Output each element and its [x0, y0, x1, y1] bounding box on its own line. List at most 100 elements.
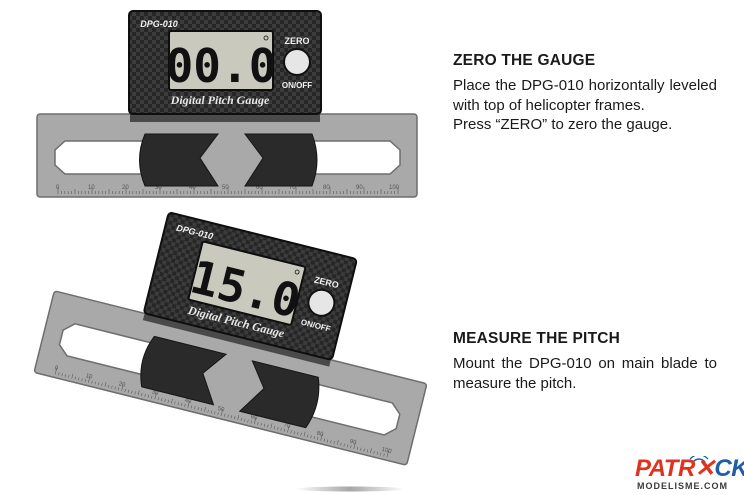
ruler-tick [117, 387, 120, 391]
ruler-tick [243, 418, 246, 422]
ruler-tick [121, 384, 124, 392]
ruler-tick [270, 423, 273, 429]
ruler-tick [134, 391, 136, 395]
ruler-tick [220, 409, 224, 416]
ruler-tick [283, 428, 286, 432]
ruler-tick [84, 378, 87, 383]
ruler-tick [333, 441, 335, 445]
ruler-tick [74, 376, 77, 380]
ruler-tick [157, 397, 160, 401]
degree-icon [263, 35, 269, 41]
logo-brand-part1: PATR [635, 455, 695, 482]
ruler-tick [154, 392, 157, 400]
ruler-tick [141, 393, 143, 397]
section-heading: ZERO THE GAUGE [453, 52, 596, 69]
ruler-scale-label: 30 [151, 390, 160, 398]
ruler-plate: 0 10 20 30 40 50 60 70 80 90 100 [36, 113, 418, 198]
ruler-tick [340, 442, 342, 446]
ruler-tick [184, 403, 186, 407]
ruler-tick [144, 393, 146, 397]
ruler-scale-label: 50 [222, 185, 229, 191]
ruler-tick [280, 427, 282, 431]
logo-tagline: MODELISME.COM [637, 481, 728, 491]
ruler-scale-label: 30 [155, 185, 162, 191]
ruler-scale-label: 70 [289, 185, 296, 191]
ruler-tick [277, 426, 279, 431]
ruler-tick [78, 377, 80, 381]
ruler-tick [207, 409, 209, 413]
ruler-tick [61, 373, 63, 377]
ruler-tick [127, 389, 130, 393]
gauge-housing: 00.0 DPG-010 ZERO ON/OFF Digital Pitch G… [128, 10, 322, 115]
ruler-tick [260, 422, 262, 426]
ruler-tick [380, 452, 382, 456]
ruler-scale-label: 10 [85, 373, 94, 381]
ruler-tick [290, 430, 292, 434]
zero-button[interactable] [306, 287, 338, 319]
ruler-tick [131, 390, 133, 394]
ruler-tick [336, 439, 339, 445]
section-measure-pitch: MEASURE THE PITCH Mount the DPG-010 on m… [453, 330, 717, 393]
ruler-tick [293, 431, 296, 435]
ruler-tick [330, 440, 332, 444]
ruler-scale-label: 20 [118, 381, 127, 389]
ruler-tick [107, 384, 110, 388]
ruler-tick [316, 436, 319, 440]
ruler-tick [366, 449, 369, 453]
ruler-tick [224, 413, 226, 417]
ruler-tick [194, 406, 196, 410]
ruler-tick [310, 435, 312, 439]
ruler-tick [197, 407, 199, 411]
zero-button[interactable] [283, 48, 311, 76]
section-zero-gauge: ZERO THE GAUGE Place the DPG-010 horizon… [453, 52, 717, 135]
logo-brand: PATR✕CK [635, 456, 744, 482]
ruler-scale-label: 0 [56, 185, 60, 191]
ruler-scale-label: 40 [184, 398, 193, 406]
ruler-tick [68, 374, 70, 378]
ruler-tick [81, 378, 83, 382]
ruler-tick [151, 395, 153, 399]
ruler-tick [346, 444, 349, 448]
ruler-tick [234, 416, 236, 420]
ruler-scale-label: 90 [349, 439, 358, 447]
ruler-tick [313, 436, 315, 440]
logo-mark [689, 456, 709, 463]
ruler-tick [343, 443, 345, 447]
gauge-top: 0 10 20 30 40 50 60 70 80 90 100 [36, 10, 418, 198]
ruler-tick [356, 446, 359, 450]
signal-icon [692, 458, 706, 463]
ruler-tick [177, 402, 179, 406]
gauge-name-label: Digital Pitch Gauge [170, 93, 270, 107]
ruler-tick [167, 399, 169, 403]
lcd-reading: 00.0 [166, 39, 277, 93]
ruler-scale-labels: 0 10 20 30 40 50 60 70 80 90 100 [54, 365, 393, 455]
ruler-tick [326, 439, 329, 443]
ruler-tick [190, 405, 193, 409]
clamp-right [238, 360, 320, 429]
ruler-tick [287, 425, 290, 433]
ruler-scale-label: 60 [256, 185, 263, 191]
ruler-tick [373, 450, 375, 455]
lcd-screen [168, 30, 274, 91]
ruler-ticks [54, 367, 389, 458]
ruler-tick [386, 450, 389, 458]
ruler-tick [64, 374, 67, 378]
ruler-scale-label: 10 [88, 185, 95, 191]
ruler-tick [307, 434, 309, 438]
ruler-tick [137, 390, 140, 396]
ruler-tick [214, 411, 216, 415]
ruler-tick [91, 380, 93, 384]
brand-logo: PATR✕CK MODELISME.COM [633, 456, 744, 494]
ruler-tick [104, 382, 107, 388]
ruler-tick [200, 407, 203, 412]
ruler-tick [253, 417, 257, 425]
ruler-tick [180, 402, 183, 407]
ruler-tick [114, 386, 116, 390]
ruler-scale-label: 50 [217, 406, 226, 414]
ruler-scale-label: 100 [389, 185, 400, 191]
model-label: DPG-010 [140, 19, 178, 29]
logo-brand-part2: CK [714, 455, 744, 482]
ruler-tick [240, 417, 242, 421]
ruler-tick [383, 453, 385, 457]
gauge-housing: 15.0 DPG-010 ZERO ON/OFF Digital Pitch G… [143, 212, 358, 361]
